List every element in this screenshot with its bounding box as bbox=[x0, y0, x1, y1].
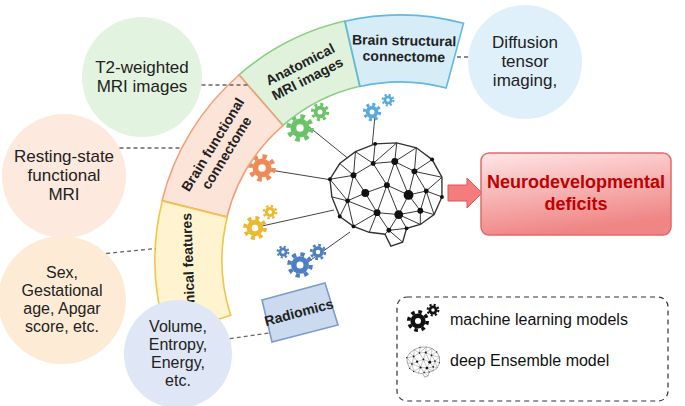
node-label: Sex, Gestational age, Apgar score, etc. bbox=[12, 264, 112, 336]
gear-icon bbox=[251, 157, 274, 180]
legend-frame bbox=[397, 297, 668, 401]
circle-shape bbox=[468, 5, 582, 119]
outcome-box: Neurodevelopmental deficits bbox=[480, 152, 672, 236]
text-group: Neurodevelopmental deficits bbox=[483, 172, 669, 215]
node-label: Neurodevelopmental deficits bbox=[483, 172, 669, 215]
ring-band: Brain functional connectome bbox=[160, 73, 285, 219]
gear-icon bbox=[383, 95, 394, 106]
legend-label: machine learning models bbox=[450, 311, 628, 329]
dashed-leader bbox=[106, 249, 155, 254]
dashed-leader bbox=[454, 56, 468, 57]
legend-gear-icon bbox=[409, 312, 427, 330]
gear-icon bbox=[264, 206, 276, 218]
gear-icon bbox=[289, 117, 312, 140]
circle-shape bbox=[82, 17, 202, 137]
brain-network bbox=[328, 142, 444, 246]
node-label: T2-weighted MRI images bbox=[90, 58, 194, 96]
gear-icon bbox=[312, 104, 327, 119]
source-circle: Sex, Gestational age, Apgar score, etc. bbox=[0, 236, 126, 364]
circle-shape bbox=[0, 236, 126, 364]
source-circle: Diffusion tensor imaging, bbox=[468, 5, 582, 119]
gear-icon bbox=[245, 218, 265, 238]
source-circle: T2-weighted MRI images bbox=[82, 17, 202, 137]
source-circle: Resting-state functional MRI bbox=[2, 114, 126, 238]
node-label: Brain structural connectome bbox=[347, 32, 460, 65]
text-group: Resting-state functional MRI bbox=[12, 147, 116, 204]
circle-shape bbox=[2, 114, 126, 238]
dashed-leader bbox=[120, 147, 183, 148]
box-shape bbox=[481, 153, 671, 235]
band-shape bbox=[162, 75, 283, 217]
band-segment: Radiomics bbox=[260, 281, 340, 344]
node-label: Volume, Entropy, Energy, etc. bbox=[138, 318, 218, 390]
text-group: Volume, Entropy, Energy, etc. bbox=[138, 318, 218, 390]
node-label: Diffusion tensor imaging, bbox=[477, 33, 573, 90]
ring-band: Brain structural connectome bbox=[343, 13, 466, 90]
band-shape bbox=[345, 15, 464, 88]
source-circle: Volume, Entropy, Energy, etc. bbox=[124, 300, 232, 406]
legend-brain-icon bbox=[406, 347, 440, 377]
text-group: Diffusion tensor imaging, bbox=[477, 33, 573, 90]
text-group: Sex, Gestational age, Apgar score, etc. bbox=[12, 264, 112, 336]
gear-icon bbox=[364, 104, 379, 119]
legend-label: deep Ensemble model bbox=[450, 352, 609, 370]
legend-gear-icon bbox=[428, 305, 439, 316]
block-arrow bbox=[448, 178, 482, 208]
text-group: T2-weighted MRI images bbox=[90, 58, 194, 96]
circle-shape bbox=[124, 300, 232, 406]
gear-icon bbox=[289, 254, 310, 275]
text-group: Brain structural connectome bbox=[347, 32, 460, 65]
node-label: Resting-state functional MRI bbox=[12, 147, 116, 204]
dashed-leader bbox=[230, 333, 270, 339]
gear-icon bbox=[278, 247, 289, 258]
gear-icon bbox=[311, 245, 325, 259]
